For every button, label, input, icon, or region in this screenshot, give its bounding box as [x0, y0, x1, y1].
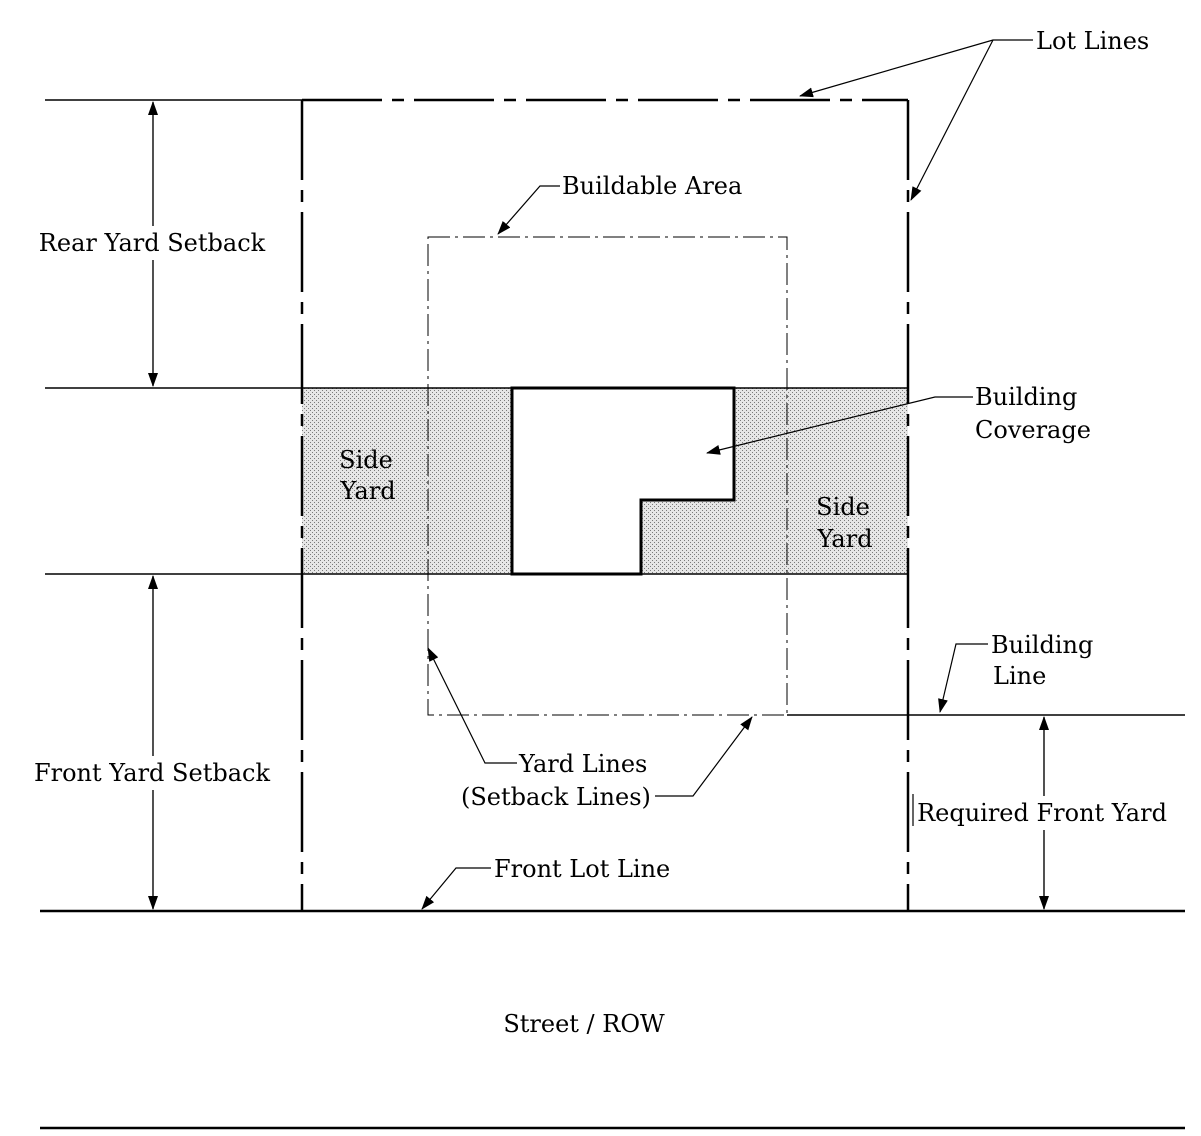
- lot-lines-label: Lot Lines: [1036, 27, 1149, 55]
- buildable-area-leader: [497, 185, 560, 235]
- rear-yard-setback-label: Rear Yard Setback: [39, 229, 266, 257]
- front-lot-line-leader: [421, 867, 491, 910]
- building-line-label-line2: Line: [993, 662, 1046, 690]
- yard-lines-label-line1: Yard Lines: [518, 750, 647, 778]
- front-lot-line-label: Front Lot Line: [494, 855, 670, 883]
- required-front-yard-label-bg: [914, 796, 1172, 830]
- yard-lines-leader-left: [427, 647, 517, 764]
- yard-lines-label-line2: (Setback Lines): [461, 783, 651, 811]
- buildable-area-outline: [427, 236, 788, 716]
- street-row-label: Street / ROW: [503, 1010, 665, 1038]
- front-yard-label-bg: [30, 756, 276, 790]
- side-yard-right-label-line2: Yard: [816, 525, 872, 553]
- building-coverage-label-line2: Coverage: [975, 416, 1091, 444]
- lot-lines-leader-top: [799, 39, 1033, 98]
- side-yard-left-label-line1: Side: [339, 446, 393, 474]
- side-yard-right-label-line1: Side: [816, 493, 870, 521]
- building-line-label-line1: Building: [991, 631, 1093, 659]
- rear-yard-label-bg: [34, 226, 270, 260]
- lot-lines-leader-right: [910, 39, 994, 201]
- required-front-yard-label: Required Front Yard: [917, 799, 1167, 827]
- buildable-area-label: Buildable Area: [562, 172, 742, 200]
- building-coverage-label-line1: Building: [975, 383, 1077, 411]
- side-yard-left-label-line2: Yard: [339, 477, 395, 505]
- building-coverage-leader: [706, 396, 973, 455]
- front-yard-setback-label: Front Yard Setback: [34, 759, 270, 787]
- yard-lines-leader-right: [655, 716, 753, 797]
- building-line-leader: [938, 643, 988, 713]
